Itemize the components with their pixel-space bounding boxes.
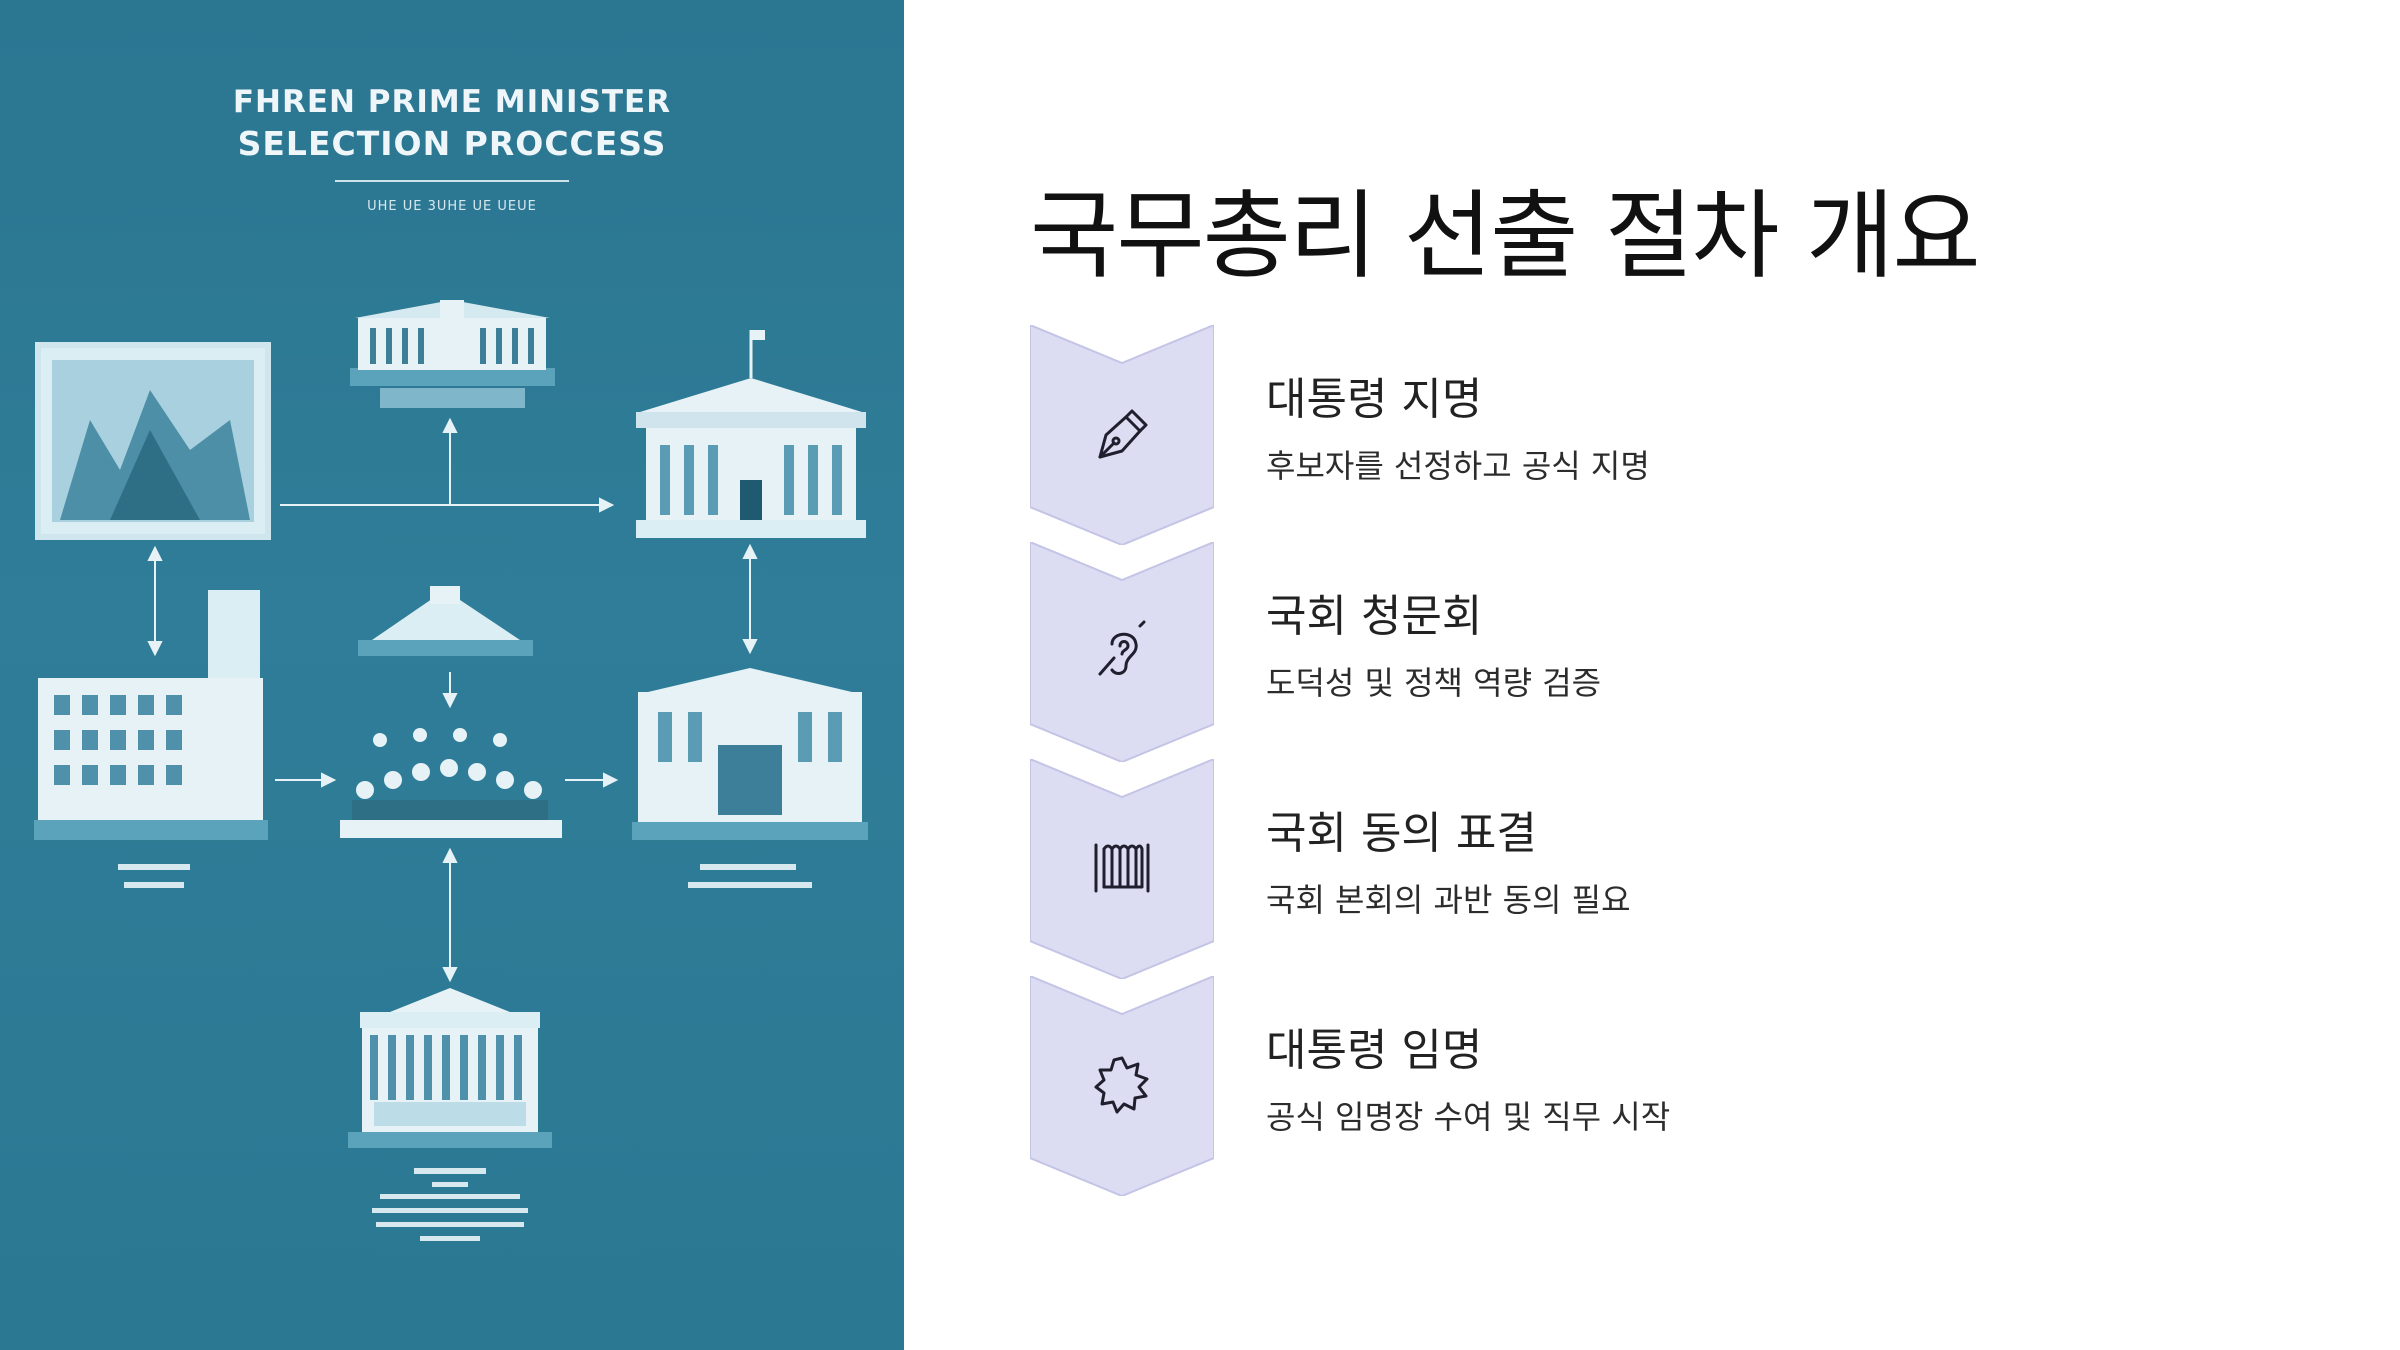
- step-title: 국회 청문회: [1266, 591, 1483, 642]
- government-building-icon: [350, 300, 555, 408]
- step-description: 도덕성 및 정책 역량 검증: [1266, 664, 1602, 702]
- poster-title-line1: FHREN PRIME MINISTER: [232, 84, 672, 120]
- step-appointment: 대통령 임명 공식 임명장 수여 및 직무 시작: [1030, 976, 2130, 1196]
- chevron-shape: [1030, 325, 1214, 545]
- poster-subtitle: UHE UE 3UHE UE UEUE: [367, 199, 537, 214]
- step-nomination: 대통령 지명 후보자를 선정하고 공식 지명: [1030, 325, 2130, 545]
- office-tower-icon: [34, 590, 268, 840]
- flow-arrows: [147, 417, 758, 983]
- poster-panel: FHREN PRIME MINISTER SELECTION PROCCESS …: [0, 0, 904, 1350]
- hearing-icon: [1098, 620, 1146, 676]
- chevron-shape: [1030, 759, 1214, 979]
- poster-illustration: [34, 300, 868, 1241]
- framed-artwork-icon: [35, 342, 271, 540]
- step-description: 후보자를 선정하고 공식 지명: [1266, 447, 1650, 485]
- crowd-icon: [340, 728, 562, 838]
- badge-seal-icon: [1094, 1056, 1149, 1114]
- step-vote: 국회 동의 표결 국회 본회의 과반 동의 필요: [1030, 759, 2130, 979]
- step-description: 국회 본회의 과반 동의 필요: [1266, 881, 1631, 919]
- poster-title-line2: SELECTION PROCCESS: [237, 124, 667, 163]
- chevron-shape: [1030, 976, 1214, 1196]
- poster-divider: [335, 180, 569, 182]
- step-title: 대통령 지명: [1266, 374, 1483, 425]
- fountain-pen-icon: [1098, 409, 1148, 459]
- radiator-icon: [1094, 843, 1150, 893]
- step-title: 대통령 임명: [1266, 1025, 1483, 1076]
- assembly-hall-icon: [358, 586, 533, 656]
- page-title: 국무총리 선출 절차 개요: [1030, 180, 1981, 292]
- ministry-building-icon: [632, 668, 868, 840]
- step-description: 공식 임명장 수여 및 직무 시작: [1266, 1098, 1671, 1136]
- courthouse-icon: [348, 988, 552, 1148]
- parliament-building-icon: [636, 330, 866, 538]
- step-hearing: 국회 청문회 도덕성 및 정책 역량 검증: [1030, 542, 2130, 762]
- caption-placeholders: [118, 864, 812, 1241]
- step-title: 국회 동의 표결: [1266, 808, 1537, 859]
